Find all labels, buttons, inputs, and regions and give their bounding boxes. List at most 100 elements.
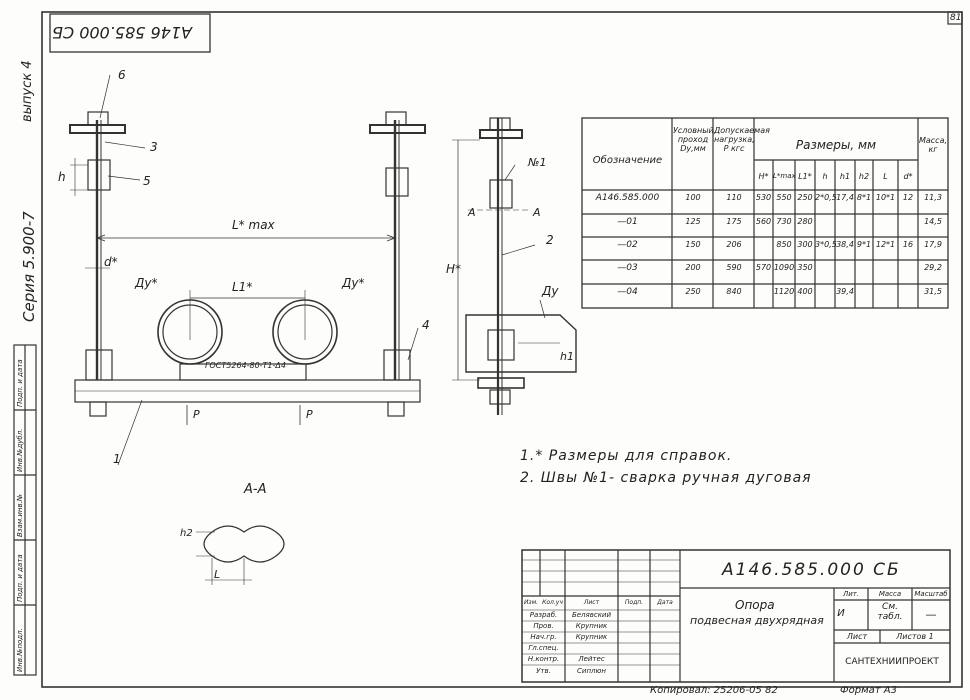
tb-role: Утв. — [536, 667, 551, 675]
spec-cell-h1: 38,4 — [836, 240, 854, 249]
spec-cell-Lmax: 550 — [776, 193, 792, 202]
spec-cell-du: 150 — [685, 240, 701, 249]
spec-cell-mass: 17,9 — [924, 240, 942, 249]
spec-cell-L1: 250 — [797, 193, 813, 202]
stamp-inv-podl: Инв.№подл. — [16, 628, 24, 672]
spec-cell-mass: 29,2 — [924, 263, 942, 272]
spec-cell-p: 110 — [726, 193, 742, 202]
spec-cell-designation: А146.585.000 — [595, 193, 660, 203]
th-sub-h1: h1 — [839, 172, 851, 181]
tb-role: Разраб. — [529, 611, 558, 619]
designation-box-text: А146 585.000 СБ — [52, 23, 192, 42]
spec-cell-d: 12 — [902, 193, 914, 202]
spec-cell-h1: 17,4 — [836, 193, 854, 202]
tb-col-header: Дата — [657, 599, 673, 606]
th-mass: Масса, кг — [918, 136, 948, 154]
callout-1: 1 — [113, 452, 121, 466]
spec-cell-L1: 280 — [797, 217, 813, 226]
callout-3: 3 — [150, 140, 158, 154]
spec-cell-h1: 39,4 — [836, 287, 854, 296]
spec-cell-Lmax: 730 — [776, 217, 792, 226]
dim-h-star: H* — [446, 262, 462, 276]
callout-5: 5 — [143, 174, 151, 188]
title-scale-label: Масштаб — [914, 590, 948, 598]
tb-role: Гл.спец. — [528, 644, 559, 652]
tb-col-header: Подп. — [624, 599, 644, 606]
tb-name: Сиплюн — [577, 667, 606, 675]
title-scale-value: — — [925, 608, 937, 621]
spec-cell-L1: 350 — [797, 263, 813, 272]
title-mass-label: Масса — [878, 590, 902, 598]
spec-cell-h: 2*0,5 — [815, 193, 837, 202]
spec-cell-h2: 9*1 — [856, 240, 872, 249]
th-nominal-bore: Условный проход Dу,мм — [673, 126, 714, 153]
title-name-1: Опора — [735, 598, 775, 612]
title-sheet-label: Лист — [846, 632, 868, 641]
tb-col-header: Изм. — [523, 599, 539, 606]
th-sub-d: d* — [903, 172, 913, 181]
spec-cell-Lmax: 1090 — [773, 263, 795, 272]
spec-cell-p: 590 — [726, 263, 742, 272]
spec-cell-du: 100 — [685, 193, 701, 202]
spec-cell-p: 175 — [726, 217, 742, 226]
section-dim-h2: h2 — [180, 528, 193, 539]
spec-cell-L1: 300 — [797, 240, 813, 249]
callout-4: 4 — [422, 318, 430, 332]
dim-d-star: d* — [104, 255, 118, 269]
callout-2: 2 — [546, 233, 554, 247]
spec-cell-mass: 14,5 — [924, 217, 942, 226]
title-letter: И — [837, 608, 845, 619]
spec-cell-L1: 400 — [797, 287, 813, 296]
tb-role: Н.контр. — [527, 655, 560, 663]
th-sub-L1: L1* — [798, 172, 812, 181]
th-designation: Обозначение — [592, 155, 663, 166]
spec-cell-du: 125 — [685, 217, 701, 226]
dim-l-max: L* max — [232, 218, 275, 232]
dim-h: h — [58, 170, 66, 184]
load-p-left: P — [193, 408, 200, 421]
th-sub-Lmax: L*max — [773, 172, 796, 180]
tb-role: Нач.гр. — [530, 633, 557, 641]
dim-h1: h1 — [560, 350, 574, 363]
section-mark-a-left: А — [468, 206, 476, 219]
spec-cell-p: 206 — [726, 240, 742, 249]
title-mass-value: См. табл. — [877, 602, 903, 622]
spec-cell-designation: —01 — [617, 217, 638, 227]
dim-du-right: Ду* — [342, 276, 365, 290]
spec-cell-du: 250 — [685, 287, 701, 296]
section-dim-l: L — [214, 568, 221, 581]
spec-cell-H: 570 — [755, 263, 772, 272]
title-sheets-label: Листов 1 — [896, 632, 934, 641]
title-name-2: подвесная двухрядная — [690, 614, 824, 627]
callout-6: 6 — [118, 68, 126, 82]
tb-name: Крупник — [575, 633, 608, 641]
footer-format: Формат А3 — [840, 685, 897, 696]
tb-name: Белявский — [571, 611, 612, 619]
dim-du: Ду — [542, 284, 559, 298]
th-sizes: Размеры, мм — [795, 138, 877, 152]
th-sub-h2: h2 — [858, 172, 870, 181]
spec-cell-H: 530 — [755, 193, 772, 202]
issue-label: выпуск 4 — [20, 60, 35, 122]
title-org: САНТЕХНИИПРОЕКТ — [845, 657, 939, 667]
th-sub-h: h — [822, 172, 828, 181]
spec-cell-h: 3*0,5 — [815, 240, 837, 249]
spec-cell-L: 12*1 — [875, 240, 896, 249]
spec-cell-mass: 11,3 — [924, 193, 942, 202]
dim-du-left: Ду* — [135, 276, 158, 290]
page-number: 81 — [950, 13, 962, 23]
spec-cell-d: 16 — [902, 240, 914, 249]
load-p-right: P — [306, 408, 313, 421]
spec-cell-h2: 8*1 — [856, 193, 872, 202]
tb-col-header: Кол.уч — [542, 599, 563, 606]
spec-cell-Lmax: 1120 — [773, 287, 795, 296]
section-mark-a-right: А — [533, 206, 541, 219]
th-sub-H: H* — [758, 172, 769, 181]
weld-callout-no1: №1 — [528, 156, 547, 169]
stamp-vzam-inv: Взам.инв.№ — [16, 493, 24, 537]
spec-cell-p: 840 — [726, 287, 742, 296]
gost-weld-label: ГОСТ5264-80-Т1-Δ4 — [205, 361, 286, 370]
spec-cell-du: 200 — [685, 263, 701, 272]
